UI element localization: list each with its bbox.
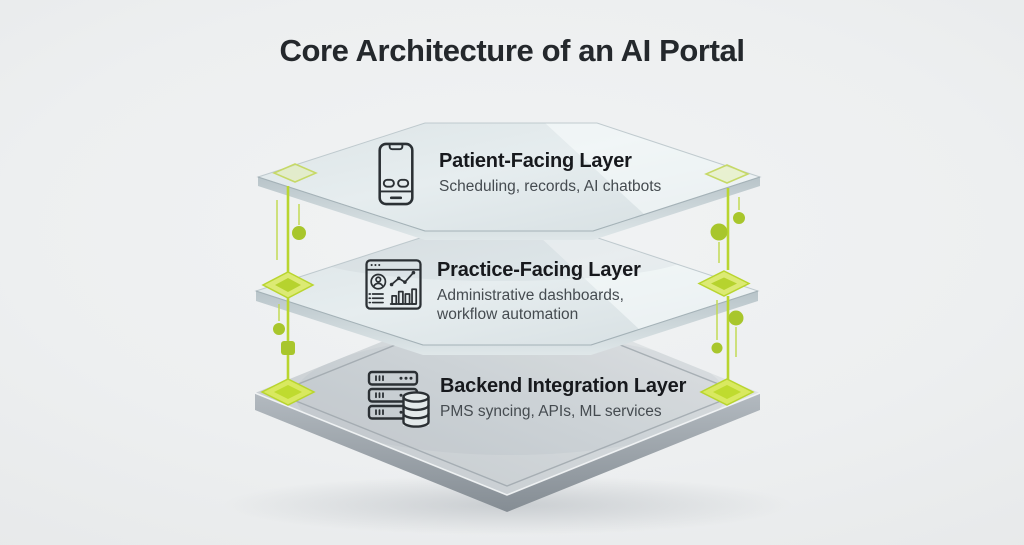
database-cylinder [402, 391, 430, 428]
connector-left-anchor-top [272, 163, 318, 183]
connector-node-dot [292, 226, 306, 240]
layer-patient-facing: Patient-Facing Layer Scheduling, records… [378, 142, 661, 206]
smartphone-icon [378, 142, 414, 206]
connector-node-dot [728, 310, 744, 326]
layer-title: Backend Integration Layer [440, 375, 687, 397]
connector-right [697, 164, 755, 406]
layer-subtitle: Administrative dashboards, workflow auto… [437, 286, 641, 324]
layer-title: Patient-Facing Layer [439, 150, 632, 172]
layer-backend-integration: Backend Integration Layer PMS syncing, A… [366, 370, 686, 428]
connector-right-anchor-top [704, 164, 750, 184]
server-database-icon [366, 370, 432, 428]
connector-node-dot [710, 223, 728, 241]
layer-practice-facing: Practice-Facing Layer Administrative das… [365, 258, 641, 324]
connector-node-dot [733, 212, 745, 224]
layer-subtitle: PMS syncing, APIs, ML services [440, 402, 686, 421]
slab-patient-side [258, 177, 760, 240]
connector-left [260, 163, 318, 406]
connector-node-square [281, 341, 295, 355]
connector-node-dot [711, 342, 723, 354]
layer-subtitle-line: Administrative dashboards, [437, 287, 624, 304]
diagram-title: Core Architecture of an AI Portal [279, 33, 745, 68]
layer-subtitle-line: PMS syncing, APIs, ML services [440, 403, 662, 420]
slab-practice-side [256, 291, 758, 355]
layer-subtitle-line: workflow automation [437, 306, 579, 323]
layer-subtitle-line: Scheduling, records, AI chatbots [439, 178, 662, 195]
dashboard-icon [365, 258, 422, 311]
layer-title: Practice-Facing Layer [437, 259, 641, 281]
slab-backend-layer [254, 291, 761, 512]
connector-node-dot [273, 323, 285, 335]
layer-subtitle: Scheduling, records, AI chatbots [439, 177, 661, 196]
